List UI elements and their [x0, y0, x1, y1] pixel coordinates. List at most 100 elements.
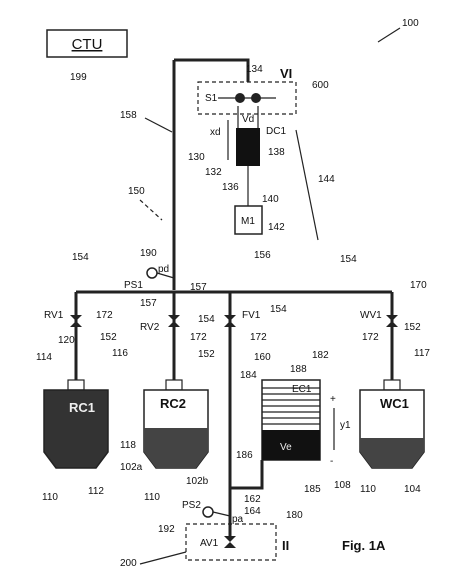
s1-label: S1	[205, 93, 218, 104]
ref-200: 200	[120, 558, 137, 569]
wv1-label: WV1	[360, 310, 382, 321]
ref-172-wv1: 172	[362, 332, 379, 343]
ec1-hatching	[262, 387, 320, 425]
ref-138: 138	[268, 147, 285, 158]
ref-192: 192	[158, 524, 175, 535]
leader-200	[139, 551, 187, 565]
ref-110-wc1: 110	[360, 484, 376, 495]
ref-100: 100	[402, 18, 419, 29]
ii-label: II	[282, 538, 289, 553]
ref-102a: 102a	[120, 462, 143, 473]
rv2-label: RV2	[140, 322, 160, 333]
vi-label: VI	[280, 66, 292, 81]
ref-162: 162	[244, 494, 261, 505]
ref-188: 188	[290, 364, 307, 375]
minus-label: -	[330, 456, 333, 467]
ii-dashed-box	[185, 523, 277, 561]
ref-132: 132	[205, 167, 222, 178]
ref-172-rv2: 172	[190, 332, 207, 343]
dc1-label: DC1	[266, 126, 286, 137]
ref-600: 600	[312, 80, 329, 91]
ps1-label: PS1	[124, 280, 143, 291]
rc1-container	[43, 389, 109, 469]
wc1-liquid	[360, 438, 424, 468]
ref-142: 142	[268, 222, 285, 233]
ref-144: 144	[318, 174, 335, 185]
ref-104: 104	[404, 484, 421, 495]
ps2-line	[212, 511, 231, 517]
rc1-cap	[67, 379, 85, 391]
ref-150: 150	[128, 186, 145, 197]
sensor-dot-right	[251, 93, 261, 103]
wv1-valve-icon	[386, 315, 398, 327]
leader-158	[144, 117, 173, 133]
m1-box	[234, 205, 263, 235]
leader-100	[377, 27, 401, 43]
plus-label: +	[330, 394, 336, 405]
rv2-valve-icon	[168, 315, 180, 327]
xd-label: xd	[210, 127, 221, 138]
ref-157-top: 157	[190, 282, 207, 293]
ref-154-center: 154	[198, 314, 215, 325]
ref-136: 136	[222, 182, 239, 193]
ctu-label: CTU	[72, 36, 103, 53]
ref-154-fv: 154	[270, 304, 287, 315]
ref-172-fv1: 172	[250, 332, 267, 343]
ref-110-rc2: 110	[144, 492, 160, 503]
ec1-outlet	[230, 460, 264, 490]
ps1-sensor-icon	[146, 267, 158, 279]
rv1-valve-icon	[70, 315, 82, 327]
ref-180: 180	[286, 510, 303, 521]
dc1-piston	[236, 128, 260, 166]
ref-156: 156	[254, 250, 271, 261]
ref-112: 112	[88, 486, 104, 497]
rc2-cap	[165, 379, 183, 391]
av1-valve-icon	[224, 536, 236, 548]
ps2-sensor-icon	[202, 506, 214, 518]
sensor-dot-left	[235, 93, 245, 103]
pipe-top	[174, 58, 250, 82]
ref-184: 184	[240, 370, 257, 381]
wc1-cap	[383, 379, 401, 391]
rc1-label: RC1	[69, 400, 95, 415]
ref-134: 134	[246, 64, 263, 75]
ref-157-bottom: 157	[140, 298, 157, 309]
av1-label: AV1	[200, 538, 219, 549]
bracket-144	[295, 129, 319, 241]
ref-154-right: 154	[340, 254, 357, 265]
ec1-label: EC1	[292, 384, 312, 395]
y1-label: y1	[340, 420, 351, 431]
ref-152-rc1: 152	[100, 332, 117, 343]
wc1-label: WC1	[380, 396, 409, 411]
pd-label: pd	[158, 264, 169, 275]
ps2-label: PS2	[182, 500, 201, 511]
pa-label: pa	[232, 514, 244, 525]
rc2-label: RC2	[160, 396, 186, 411]
ref-158: 158	[120, 110, 137, 121]
ref-110-rc1: 110	[42, 492, 58, 503]
ve-label: Ve	[280, 442, 292, 453]
rv1-label: RV1	[44, 310, 64, 321]
ec1-liquid	[262, 430, 320, 460]
ref-186: 186	[236, 450, 253, 461]
ref-199: 199	[70, 72, 87, 83]
vi-dashed-box	[197, 81, 297, 115]
fv1-valve-icon	[224, 315, 236, 327]
ctu-box	[46, 29, 128, 58]
figure-caption: Fig. 1A	[342, 538, 386, 553]
m1-label: M1	[241, 216, 255, 227]
fv1-label: FV1	[242, 310, 261, 321]
vd-label: Vd	[242, 114, 254, 125]
rc2-liquid	[144, 428, 208, 468]
ref-108: 108	[334, 480, 351, 491]
ref-130: 130	[188, 152, 205, 163]
ref-160: 160	[254, 352, 271, 363]
ref-118: 118	[120, 440, 136, 451]
ps1-line	[156, 272, 175, 279]
ref-152-rc2: 152	[198, 349, 215, 360]
leader-150	[139, 199, 163, 221]
ref-114: 114	[36, 352, 52, 363]
ref-116: 116	[112, 348, 128, 359]
ref-154-left: 154	[72, 252, 89, 263]
